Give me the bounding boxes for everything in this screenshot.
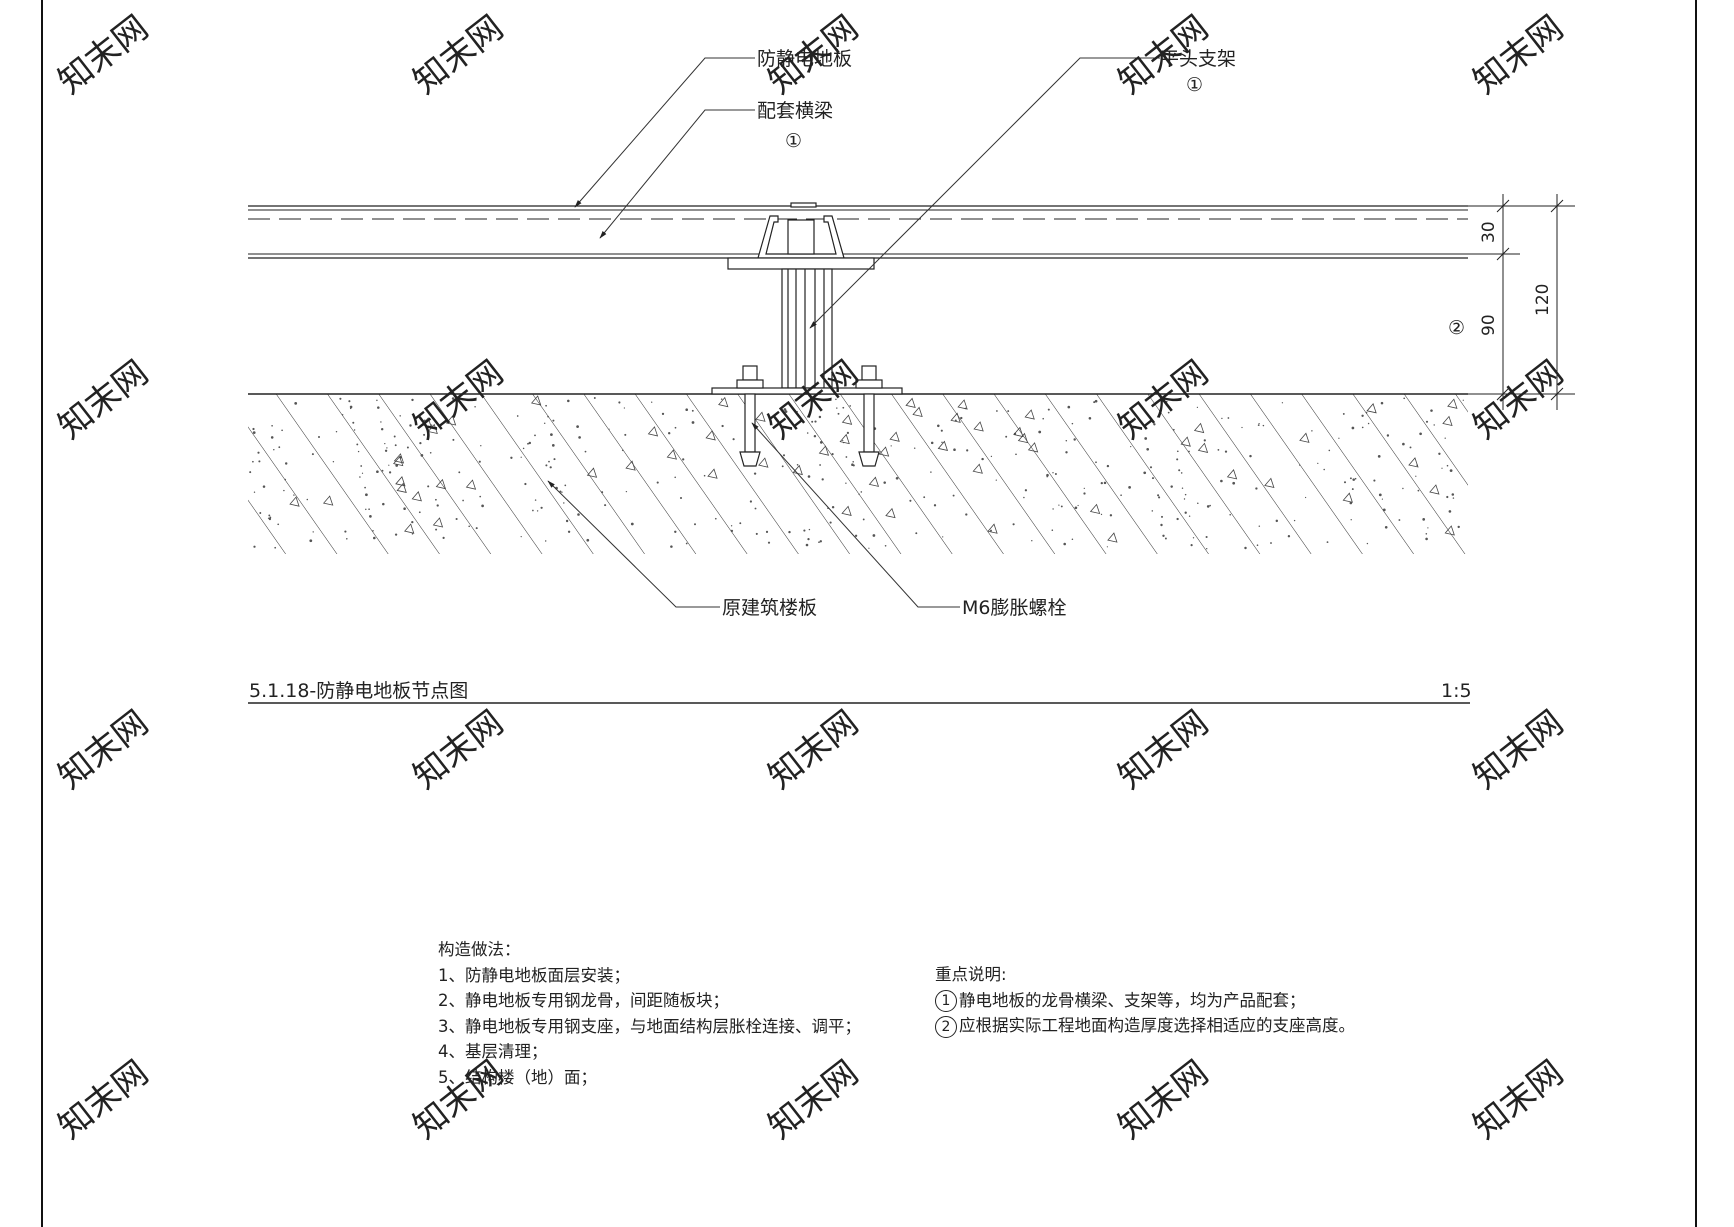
floor-panel [248,205,1468,259]
dim-total-height: 120 [1533,284,1553,316]
construction-step: 4、基层清理； [438,1042,548,1061]
label-anchor-bolt: M6膨胀螺栓 [962,597,1066,619]
leader-anchor-bolt [751,422,960,608]
leader-floor-panel [574,57,755,208]
watermark-text: 知末网 [1466,8,1571,102]
leader-cross-beam [599,109,755,239]
watermark-text: 知末网 [406,8,511,102]
concrete-slab [248,393,1468,554]
construction-notes: 构造做法： 1、防静电地板面层安装； 2、静电地板专用钢龙骨，间距随板块； 3、… [438,937,878,1090]
construction-step: 1、防静电地板面层安装； [438,965,630,985]
dim-support-height-ref: ② [1448,317,1465,339]
watermark-text: 知末网 [1466,353,1571,447]
construction-step: 5、结构楼（地）面； [438,1067,597,1087]
watermark-text: 知末网 [51,1053,156,1147]
drawing-scale: 1:5 [1441,680,1472,702]
concrete-aggregate [249,395,1464,550]
key-notes-heading: 重点说明: [935,965,1007,984]
watermark-text: 知末网 [1466,1053,1571,1147]
note-text: 静电地板的龙骨横梁、支架等，均为产品配套； [959,990,1306,1010]
watermark-text: 知末网 [406,703,511,797]
watermark-text: 知末网 [51,703,156,797]
watermark-text: 知末网 [51,353,156,447]
cross-beam-profile [727,202,875,270]
label-floor-panel: 防静电地板 [757,48,852,70]
watermark-text: 知末网 [51,8,156,102]
label-cross-beam: 配套横梁 [757,100,833,122]
watermark-text: 知末网 [1111,1053,1216,1147]
leader-lines [547,57,1160,608]
construction-heading: 构造做法： [438,940,521,959]
dim-panel-thickness: 30 [1479,221,1499,243]
pedestal-column [711,268,903,395]
note-marker: 1 [935,990,957,1012]
dim-support-height: 90 [1479,314,1499,336]
dimension-lines [1468,194,1575,410]
leader-base-slab [547,480,720,608]
note-marker: 2 [935,1015,957,1038]
drawing-title: 5.1.18-防静电地板节点图 [249,680,468,702]
construction-step: 3、静电地板专用钢支座，与地面结构层胀栓连接、调平； [438,1016,861,1036]
watermark-text: 知末网 [1111,703,1216,797]
label-flat-support-ref: ① [1186,74,1203,96]
watermark-text: 知末网 [1466,703,1571,797]
note-text: 应根据实际工程地面构造厚度选择相适应的支座高度。 [959,1016,1355,1035]
label-base-slab: 原建筑楼板 [722,597,817,619]
watermark-text: 知末网 [761,703,866,797]
leader-flat-support [809,57,1160,329]
label-cross-beam-ref: ① [785,130,802,152]
label-flat-support: 平头支架 [1160,48,1236,70]
construction-step: 2、静电地板专用钢龙骨，间距随板块； [438,991,729,1010]
anchor-bolts [736,365,883,467]
